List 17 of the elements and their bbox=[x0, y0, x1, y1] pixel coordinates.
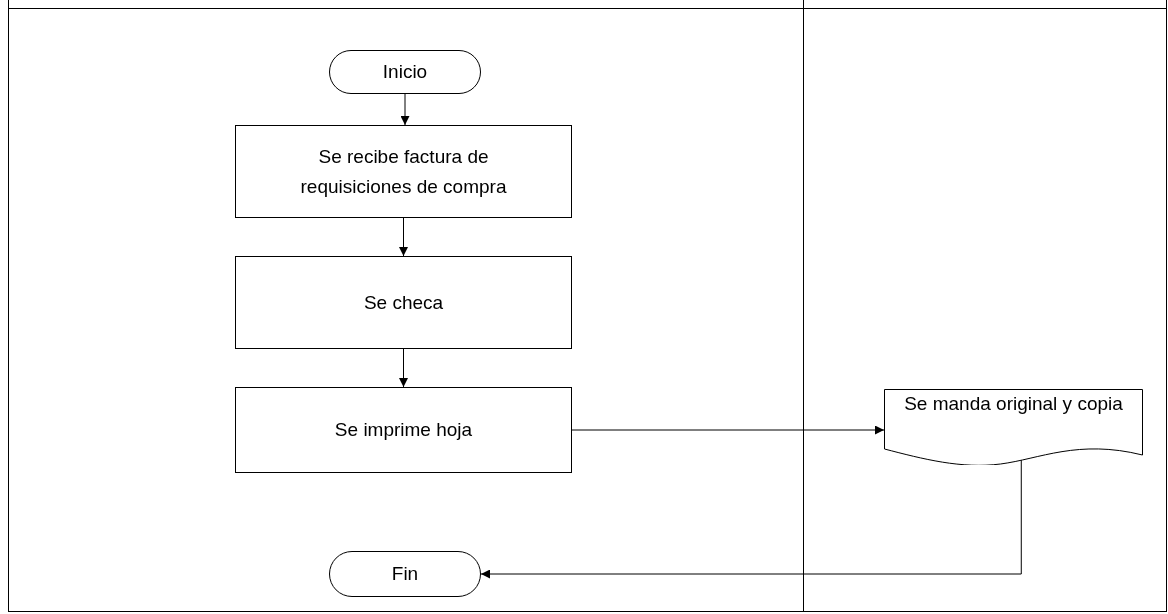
node-text: Se recibe factura de requisiciones de compra bbox=[299, 144, 508, 199]
node-text: Fin bbox=[391, 562, 419, 586]
process-box bbox=[235, 387, 572, 473]
process-box bbox=[235, 256, 572, 349]
node-text: Se imprime hoja bbox=[334, 418, 473, 442]
terminal-shape bbox=[329, 551, 481, 597]
node-text: Se manda original y copia bbox=[904, 392, 1123, 416]
arrow bbox=[480, 458, 1022, 579]
arrow bbox=[399, 217, 408, 257]
arrow bbox=[400, 93, 410, 126]
document-shape bbox=[884, 389, 1143, 465]
node-text: Se checa bbox=[363, 290, 444, 315]
arrow bbox=[571, 425, 885, 435]
terminal-shape bbox=[329, 50, 481, 94]
node-text: Inicio bbox=[382, 60, 428, 84]
arrow bbox=[399, 348, 408, 388]
process-box bbox=[235, 125, 572, 218]
